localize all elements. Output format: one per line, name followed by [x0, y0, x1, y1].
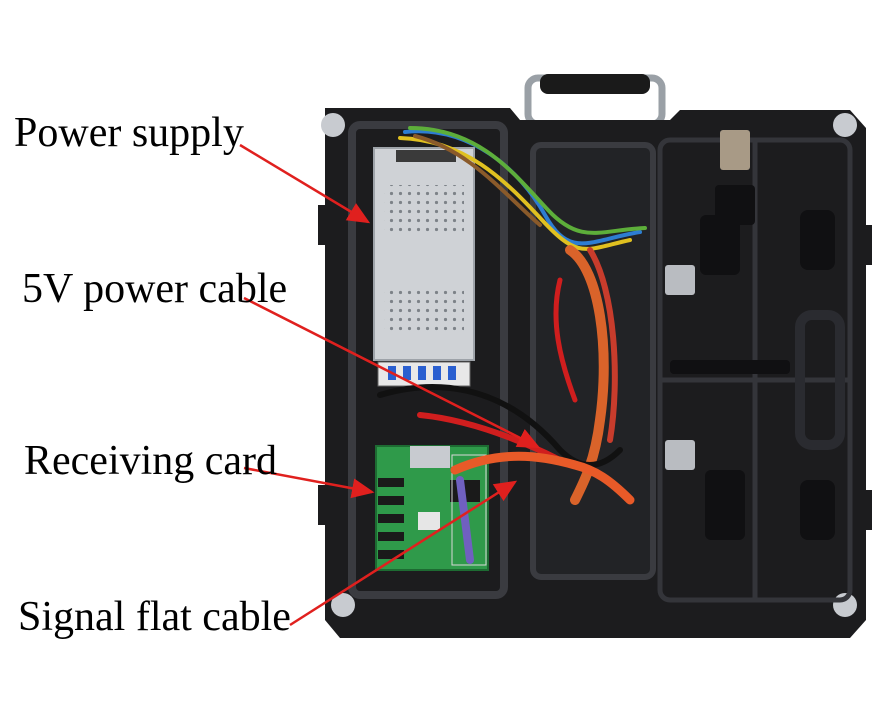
- label-power-supply: Power supply: [14, 110, 244, 156]
- cable-bundle: [377, 126, 647, 564]
- annotation-arrows: [239, 143, 541, 627]
- power-compartment: [348, 121, 508, 599]
- arrow-signal-cable: [289, 480, 518, 627]
- arrow-power-cable: [243, 296, 541, 449]
- carry-handle: [524, 74, 666, 128]
- power-supply-unit: [373, 147, 475, 361]
- label-power-cable: 5V power cable: [22, 266, 288, 312]
- mounting-latches: [665, 130, 835, 540]
- hub-compartment: [530, 142, 656, 580]
- arrow-power-supply: [239, 143, 371, 224]
- label-receiving-card: Receiving card: [24, 438, 278, 484]
- label-signal-cable: Signal flat cable: [18, 594, 291, 640]
- arrow-receiving-card: [243, 466, 375, 499]
